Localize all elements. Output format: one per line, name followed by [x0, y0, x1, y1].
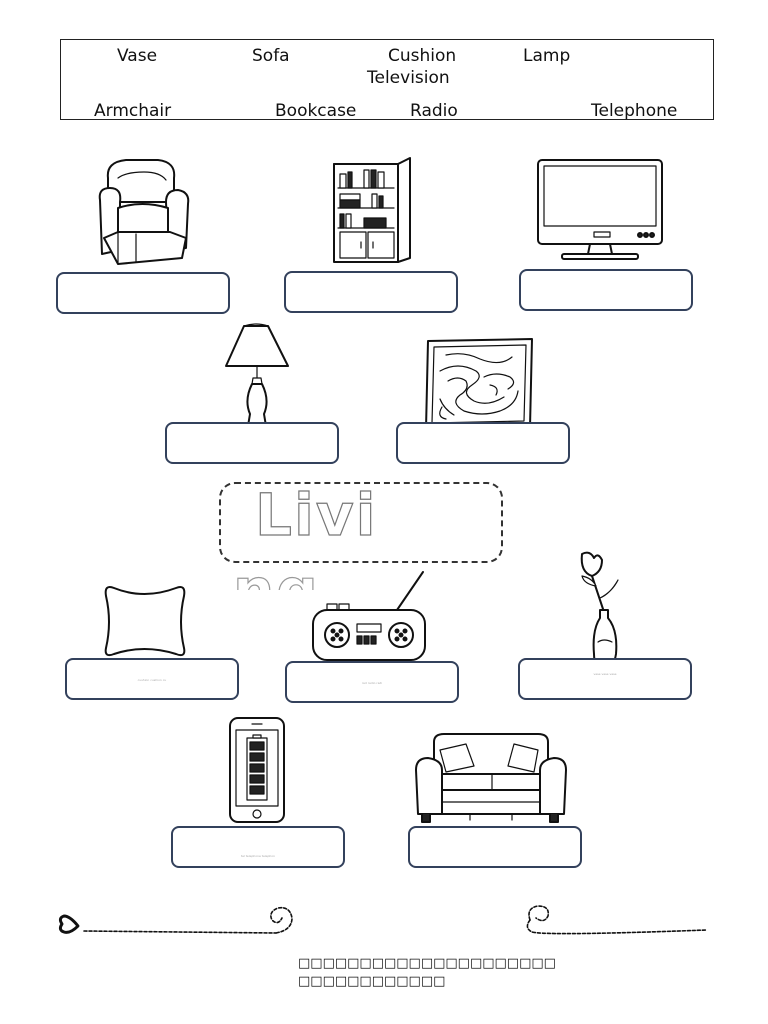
word-radio: Radio: [410, 101, 458, 120]
answer-box-armchair[interactable]: [56, 272, 230, 314]
word-television: Television: [367, 68, 450, 88]
answer-box-bookcase[interactable]: [284, 271, 458, 313]
word-bookcase: Bookcase: [275, 101, 357, 120]
answer-box-rug[interactable]: [396, 422, 570, 464]
word-bank: Vase Sofa Cushion Lamp Television Armcha…: [60, 39, 714, 120]
answer-box-lamp[interactable]: [165, 422, 339, 464]
title-overflow-text: ng ro: [233, 566, 403, 590]
tiny-label-vase: vase vase vase: [593, 672, 617, 676]
answer-box-sofa[interactable]: [408, 826, 582, 868]
answer-box-television[interactable]: [519, 269, 693, 311]
answer-box-telephone[interactable]: tel telephone telephon: [171, 826, 345, 868]
word-vase: Vase: [117, 46, 158, 66]
word-lamp: Lamp: [523, 46, 571, 66]
word-telephone: Telephone: [591, 101, 678, 120]
tiny-label-cushion: cushion cushion cu: [137, 678, 167, 682]
vase-icon: [580, 551, 619, 669]
footer-line-2: □□□□□□□□□□□□: [298, 974, 446, 989]
word-sofa: Sofa: [252, 46, 290, 66]
title-box: Livi: [219, 480, 503, 563]
television-icon: [537, 159, 663, 260]
sofa-icon: [415, 733, 567, 823]
title-text: Livi: [254, 480, 378, 549]
word-cushion: Cushion: [388, 46, 457, 66]
armchair-icon: [98, 159, 190, 265]
footer-text: □□□□□□□□□□□□□□□□□□□□□ □□□□□□□□□□□□: [298, 955, 556, 991]
answer-box-vase[interactable]: vase vase vase: [518, 658, 692, 700]
lamp-icon: [225, 323, 289, 435]
swirl-line-decoration: [58, 905, 707, 935]
footer-line-1: □□□□□□□□□□□□□□□□□□□□□: [298, 956, 556, 971]
rug-icon: [425, 338, 533, 430]
title-overflow-letters: ng ro: [233, 566, 403, 590]
answer-box-cushion[interactable]: cushion cushion cu: [65, 658, 239, 700]
tiny-label-radio: rad radio radi: [361, 681, 383, 685]
answer-box-radio[interactable]: rad radio radi: [285, 661, 459, 703]
bookcase-icon: [333, 157, 411, 263]
radio-icon: [312, 571, 426, 661]
cushion-icon: [104, 586, 186, 657]
tiny-label-telephone: tel telephone telephon: [240, 854, 276, 858]
telephone-icon: [229, 717, 285, 823]
word-armchair: Armchair: [94, 101, 172, 120]
